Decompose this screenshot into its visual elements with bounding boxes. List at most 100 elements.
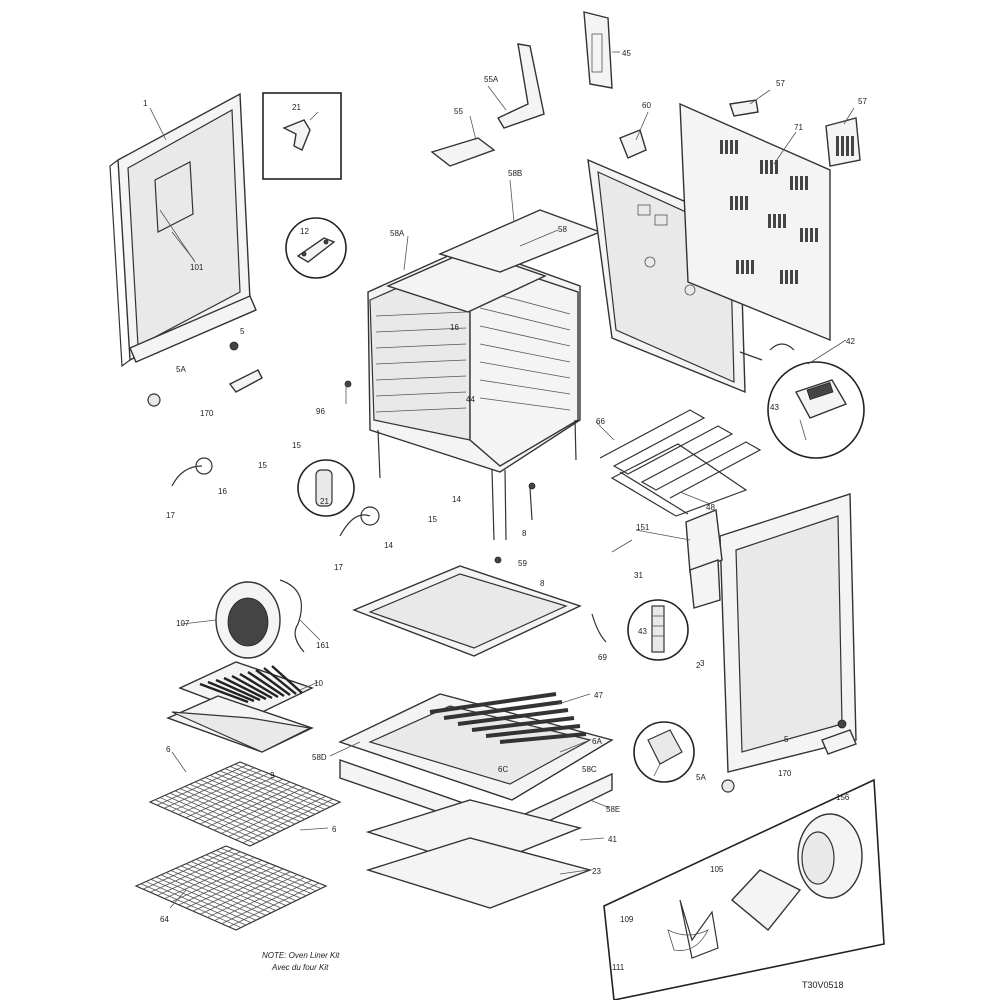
callout-6a: 6A bbox=[592, 737, 602, 746]
broiler-pan bbox=[166, 661, 314, 753]
detail-circle-5a bbox=[633, 721, 695, 783]
oven-racks bbox=[134, 761, 342, 931]
rack-wire bbox=[242, 798, 334, 844]
callout-107: 107 bbox=[176, 619, 190, 628]
callout-161: 161 bbox=[316, 641, 330, 650]
callout-15-c: 15 bbox=[428, 515, 437, 524]
heating-coil bbox=[429, 692, 557, 714]
detail-circle-12 bbox=[285, 217, 347, 279]
rack-wire bbox=[221, 790, 312, 834]
oven-shelf-line bbox=[375, 327, 467, 333]
callout-47: 47 bbox=[594, 691, 603, 700]
heating-coil bbox=[471, 716, 575, 732]
callout-1: 1 bbox=[143, 99, 148, 108]
heating-coil bbox=[457, 708, 569, 726]
left-door-assembly bbox=[109, 92, 257, 368]
broiler-slot bbox=[231, 674, 273, 700]
callout-58e: 58E bbox=[606, 805, 620, 814]
callout-9: 9 bbox=[270, 771, 275, 780]
vent-slot bbox=[745, 196, 748, 210]
oven-shelf-line bbox=[375, 391, 467, 397]
vent-slot bbox=[765, 160, 768, 174]
note-line-2: Avec du four Kit bbox=[271, 963, 329, 972]
callout-15-a: 15 bbox=[292, 441, 301, 450]
oven-shelf-line bbox=[375, 311, 467, 317]
convection-motor-box bbox=[603, 778, 885, 1000]
oven-cavity bbox=[367, 209, 602, 541]
broiler-slot bbox=[263, 667, 297, 695]
callout-151: 151 bbox=[636, 523, 650, 532]
vent-slot bbox=[790, 176, 793, 190]
broiler-slot bbox=[215, 678, 261, 702]
right-door-assembly bbox=[685, 493, 857, 773]
misc-small-parts bbox=[147, 341, 857, 793]
rack-wire bbox=[228, 793, 319, 837]
callout-5a-b: 5A bbox=[696, 773, 706, 782]
callouts: 1 101 21 12 58A 58B 58 55A 55 45 60 57 5… bbox=[143, 49, 867, 972]
oven-shelf-line bbox=[375, 343, 467, 349]
vent-slot bbox=[768, 214, 771, 228]
callout-16-b: 16 bbox=[218, 487, 227, 496]
broiler-slot bbox=[247, 671, 285, 697]
callout-31: 31 bbox=[634, 571, 643, 580]
rack-wire bbox=[192, 778, 284, 822]
callout-156: 156 bbox=[836, 793, 850, 802]
rear-vent-panel bbox=[679, 102, 831, 342]
callout-14-b: 14 bbox=[384, 541, 393, 550]
detail-circle-43 bbox=[627, 599, 689, 661]
callout-6: 6 bbox=[166, 745, 171, 754]
broil-element bbox=[599, 409, 762, 499]
oven-shelf-line bbox=[375, 407, 467, 413]
callout-57-a: 57 bbox=[776, 79, 785, 88]
rack-wire bbox=[235, 795, 326, 841]
vent-slot bbox=[780, 270, 783, 284]
rack-wire bbox=[214, 787, 305, 831]
vent-slot bbox=[746, 260, 749, 274]
broiler-slot bbox=[239, 672, 279, 699]
callout-64: 64 bbox=[160, 915, 169, 924]
callout-12: 12 bbox=[300, 227, 309, 236]
broiler-slot bbox=[271, 665, 303, 694]
vent-slot bbox=[736, 260, 739, 274]
rack-wire bbox=[157, 854, 248, 896]
callout-57-b: 57 bbox=[858, 97, 867, 106]
heating-coil bbox=[499, 732, 587, 744]
callout-96: 96 bbox=[316, 407, 325, 416]
vent-slot bbox=[740, 196, 743, 210]
rack-wire bbox=[185, 775, 276, 819]
bake-element bbox=[610, 443, 748, 517]
rack-wire bbox=[171, 770, 262, 812]
rack-wire bbox=[178, 773, 269, 815]
broiler-slot bbox=[207, 680, 255, 703]
heating-coil bbox=[485, 724, 581, 738]
grille-slot bbox=[836, 136, 839, 156]
callout-23: 23 bbox=[592, 867, 601, 876]
rack-wire bbox=[221, 879, 312, 925]
callout-15-b: 15 bbox=[258, 461, 267, 470]
vent-slot bbox=[720, 140, 723, 154]
note-line-1: NOTE: Oven Liner Kit bbox=[262, 951, 340, 960]
leader-lines bbox=[149, 51, 855, 909]
callout-3: 3 bbox=[700, 659, 705, 668]
oven-side-line bbox=[479, 325, 571, 347]
vent-slot bbox=[785, 270, 788, 284]
oven-shelf-line bbox=[375, 359, 467, 365]
callout-10: 10 bbox=[314, 679, 323, 688]
callout-111: 111 bbox=[612, 963, 625, 972]
rack-wire bbox=[164, 767, 255, 809]
oven-side-line bbox=[479, 307, 571, 331]
vent-slot bbox=[773, 214, 776, 228]
callout-6-b: 6 bbox=[332, 825, 337, 834]
callout-14-a: 14 bbox=[452, 495, 461, 504]
callout-17-b: 17 bbox=[334, 563, 343, 572]
callout-48: 48 bbox=[706, 503, 715, 512]
grille-slot bbox=[846, 136, 849, 156]
vent-slot bbox=[795, 270, 798, 284]
callout-43-a: 43 bbox=[770, 403, 779, 412]
rack-wire bbox=[171, 859, 262, 903]
rack-wire bbox=[228, 882, 320, 928]
vent-slot bbox=[790, 270, 793, 284]
vent-slot bbox=[735, 196, 738, 210]
callout-44: 44 bbox=[466, 395, 475, 404]
callout-5a-a: 5A bbox=[176, 365, 186, 374]
